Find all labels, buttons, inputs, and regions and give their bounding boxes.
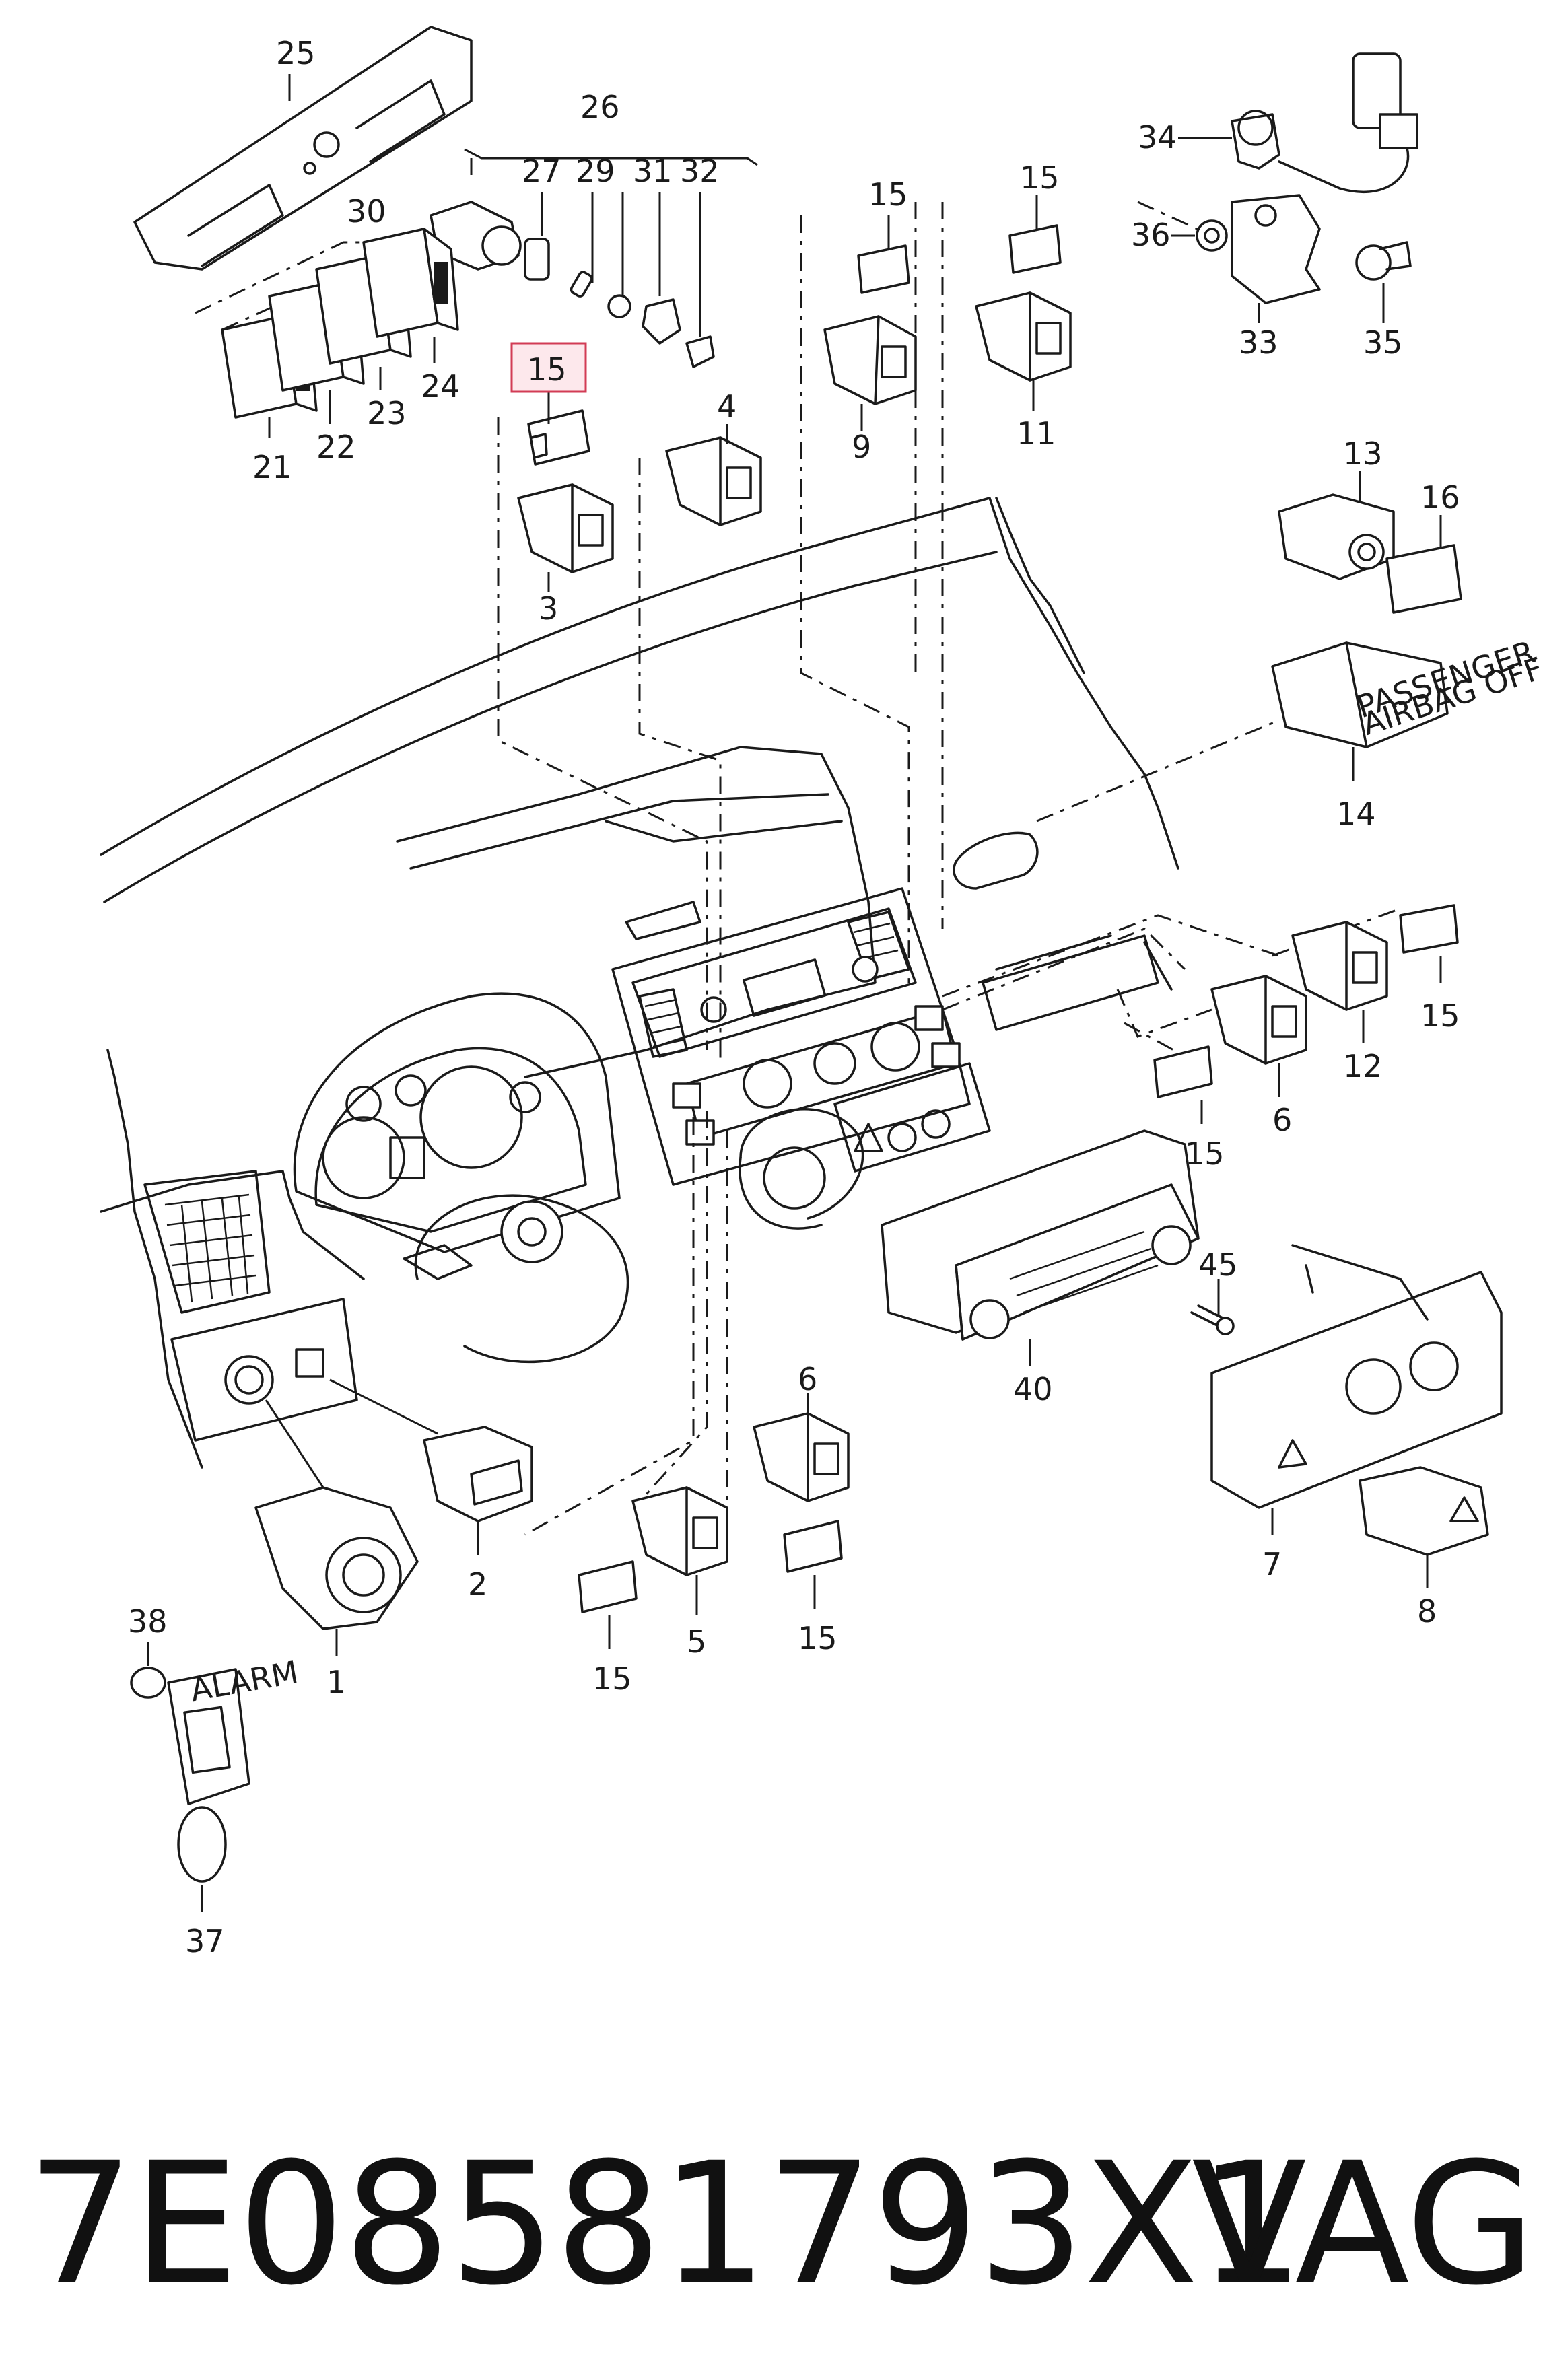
- parts-13-14-16: PASSENGER AIRBAG OFF: [1271, 471, 1543, 781]
- callout-27: 27: [522, 153, 561, 189]
- callout-26: 26: [580, 89, 620, 125]
- brand-text: VAG: [1192, 2126, 1536, 2322]
- callout-15e: 15: [798, 1620, 837, 1656]
- callout-22: 22: [316, 429, 356, 465]
- parts-1-2-light-switches: [254, 1378, 533, 1656]
- key-fob-label: ALARM: [188, 1654, 301, 1708]
- callout-13: 13: [1343, 435, 1383, 472]
- callout-6a: 6: [1272, 1102, 1292, 1138]
- callout-5: 5: [687, 1623, 706, 1660]
- dashboard-outline: [100, 497, 1179, 1469]
- callout-36: 36: [1131, 217, 1171, 253]
- callout-34: 34: [1138, 119, 1177, 155]
- callout-15c: 15: [1420, 998, 1460, 1034]
- callout-16: 16: [1420, 479, 1460, 516]
- callout-15f: 15: [592, 1660, 632, 1697]
- callout-4: 4: [717, 388, 736, 425]
- parts-45-7-8: [1190, 1244, 1503, 1588]
- callout-32: 32: [680, 153, 720, 189]
- highlighted-callout-box: [510, 342, 587, 393]
- callout-15-highlight: 15: [527, 351, 567, 388]
- callout-3: 3: [539, 590, 558, 627]
- callout-23: 23: [367, 395, 407, 431]
- callout-15a: 15: [868, 176, 908, 213]
- callout-9: 9: [852, 429, 871, 465]
- callout-2: 2: [468, 1566, 487, 1603]
- callout-35: 35: [1363, 324, 1403, 361]
- part-25-top-panel: [133, 26, 473, 271]
- part-number-text: 7E08581793X1: [27, 2126, 1305, 2322]
- callout-12: 12: [1343, 1048, 1383, 1084]
- callout-11: 11: [1017, 415, 1056, 452]
- callout-30: 30: [347, 193, 386, 230]
- callout-24: 24: [421, 368, 460, 405]
- callout-15d: 15: [1185, 1135, 1225, 1172]
- callout-29: 29: [576, 153, 615, 189]
- part-15-and-3-and-4-switches: [517, 387, 762, 592]
- parts-9-11-switches: [823, 195, 1072, 431]
- parts-5-6-lower-switches: [578, 1393, 850, 1649]
- parts-12-6-right-switches: [1153, 904, 1459, 1124]
- parts-37-38-key-fob: ALARM: [130, 1642, 301, 1912]
- callout-numbers: 15 25 26 27 29 31 32 30 21 22 23 24 3 4 …: [128, 35, 1460, 1959]
- callout-45: 45: [1198, 1247, 1238, 1283]
- callout-25: 25: [276, 35, 316, 71]
- callout-37: 37: [185, 1923, 225, 1959]
- callout-15b: 15: [1020, 160, 1060, 196]
- part-40-climate-control: [881, 1129, 1200, 1366]
- callout-31: 31: [633, 153, 673, 189]
- callout-21: 21: [252, 449, 292, 485]
- parts-21-24-switches: [195, 228, 459, 438]
- callout-33: 33: [1239, 324, 1278, 361]
- callout-1: 1: [327, 1664, 346, 1700]
- reference-lines: [497, 201, 1401, 1548]
- callout-14: 14: [1336, 796, 1376, 832]
- callout-8: 8: [1417, 1593, 1437, 1630]
- callout-38: 38: [128, 1603, 168, 1640]
- part-26-lock-cylinder-group: [430, 148, 758, 368]
- callout-40: 40: [1013, 1371, 1053, 1407]
- parts-33-36-sensor: [1171, 53, 1418, 323]
- callout-6b: 6: [798, 1361, 817, 1397]
- callout-7: 7: [1262, 1546, 1282, 1582]
